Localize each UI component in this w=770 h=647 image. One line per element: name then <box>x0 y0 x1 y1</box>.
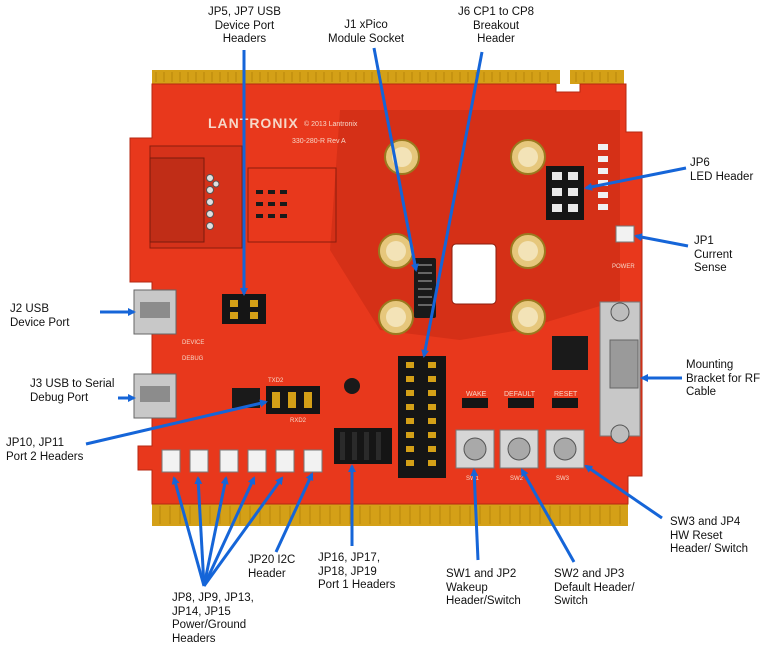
j3-usb-port <box>133 373 177 419</box>
arrow-j6 <box>421 51 484 358</box>
wake-silk: WAKE <box>466 391 487 398</box>
j2-usb-port <box>133 289 177 335</box>
rxd2-silk: RXD2 <box>290 418 307 424</box>
led-array <box>598 144 608 210</box>
jp5-jp7-header <box>222 294 266 324</box>
label-jp1: JP1 Current Sense <box>694 235 733 274</box>
part-silk: 330-280-R Rev A <box>292 138 346 145</box>
label-mount: Mounting Bracket for RF Cable <box>686 359 761 398</box>
j4-jack <box>149 157 205 243</box>
label-j1: J1 xPico Module Socket <box>328 19 405 45</box>
sw2-switch <box>499 429 539 469</box>
copyright-silk: © 2013 Lantronix <box>304 120 358 128</box>
callout-arrows <box>85 47 689 587</box>
sw3-switch <box>545 429 585 469</box>
reset-silk: RESET <box>554 391 578 398</box>
device-silk: DEVICE <box>182 340 204 346</box>
sw1-switch <box>455 429 495 469</box>
jp6-led-header <box>546 166 584 220</box>
jp16-jp19-headers <box>334 428 392 464</box>
label-jp5-jp7: JP5, JP7 USB Device Port Headers <box>208 6 281 45</box>
arrow-jp8-a <box>171 476 206 587</box>
switch-headers <box>462 398 578 408</box>
power-silk: POWER <box>612 264 635 270</box>
label-j3: J3 USB to Serial Debug Port <box>30 378 115 404</box>
xpico-cutout <box>451 243 497 305</box>
label-sw1: SW1 and JP2 Wakeup Header/Switch <box>446 568 521 607</box>
mounting-holes <box>378 139 546 335</box>
label-j2: J2 USB Device Port <box>10 303 70 329</box>
sw2-silk: SW2 <box>510 476 524 482</box>
u-chip-area <box>247 167 337 243</box>
default-silk: DEFAULT <box>504 391 536 398</box>
sw3-silk: SW3 <box>556 476 570 482</box>
gold-fingers <box>155 72 621 524</box>
arrow-sw3 <box>584 464 663 520</box>
jp10-jp11-header <box>266 386 320 414</box>
debug-silk: DEBUG <box>182 356 204 362</box>
arrow-j1 <box>372 47 419 272</box>
small-chip <box>232 388 260 408</box>
sw1-silk: SW1 <box>466 476 480 482</box>
arrow-jp10 <box>85 399 268 446</box>
arrow-jp20 <box>274 472 314 553</box>
power-ground-headers <box>161 449 323 473</box>
label-jp10: JP10, JP11 Port 2 Headers <box>6 437 84 463</box>
j1-socket-pins <box>418 264 432 306</box>
label-jp8: JP8, JP9, JP13, JP14, JP15 Power/Ground … <box>172 592 254 645</box>
label-jp6: JP6 LED Header <box>690 157 754 183</box>
arrow-jp8-e <box>202 476 284 587</box>
label-sw3: SW3 and JP4 HW Reset Header/ Switch <box>670 516 748 555</box>
crystal <box>344 378 360 394</box>
arrow-sw1 <box>470 468 480 561</box>
arrow-jp1 <box>634 233 689 248</box>
label-j6: J6 CP1 to CP8 Breakout Header <box>458 6 535 45</box>
label-jp20: JP20 I2C Header <box>248 554 296 580</box>
brand-silk: LANTRONIX <box>208 115 299 131</box>
arrow-sw2 <box>520 468 576 563</box>
label-jp16: JP16, JP17, JP18, JP19 Port 1 Headers <box>318 552 396 591</box>
j4-pins <box>206 174 220 230</box>
ic-chip <box>552 336 588 370</box>
arrow-jp6 <box>584 166 687 191</box>
resistor-array <box>256 190 287 218</box>
j6-breakout-header <box>398 356 446 478</box>
rf-bracket <box>599 301 641 444</box>
arrow-jp8-c <box>202 476 229 587</box>
arrow-jp8-b <box>194 476 206 587</box>
txd2-silk: TXD2 <box>268 378 284 384</box>
ground-plane <box>330 110 620 340</box>
arrow-jp8-d <box>202 476 256 587</box>
jp1-current-sense <box>615 225 635 243</box>
label-sw2: SW2 and JP3 Default Header/ Switch <box>554 568 635 607</box>
